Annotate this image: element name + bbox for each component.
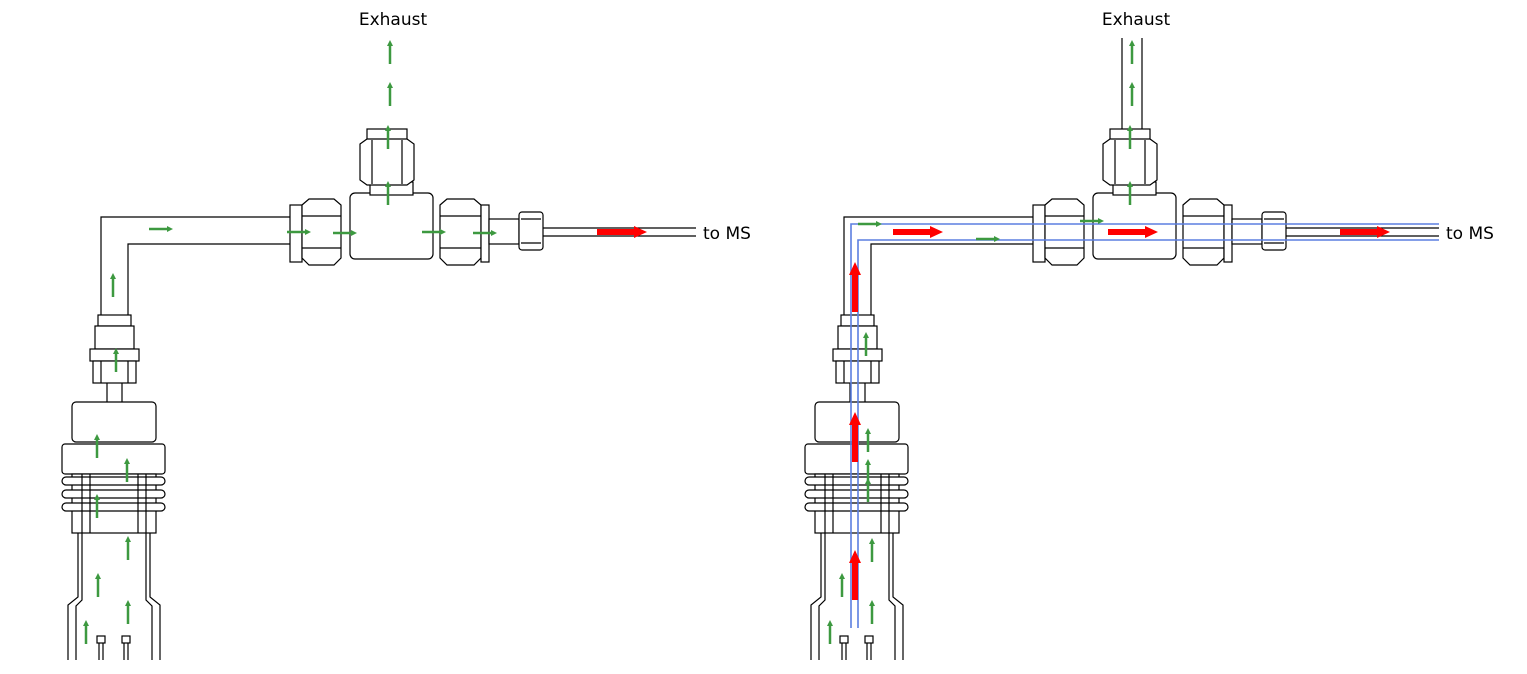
gas-flow-arrow bbox=[94, 434, 100, 458]
gas-flow-arrow-head bbox=[863, 332, 869, 338]
gas-flow-arrow bbox=[385, 125, 391, 149]
gas-flow-arrow bbox=[110, 273, 116, 297]
gas-flow-arrow bbox=[865, 478, 871, 502]
gas-flow-arrow bbox=[149, 226, 173, 232]
gas-flow-arrow bbox=[1080, 218, 1104, 224]
gas-flow-arrow bbox=[422, 229, 446, 235]
gas-flow-arrow-head bbox=[491, 230, 497, 236]
gas-flow-arrow bbox=[473, 230, 497, 236]
gas-flow-arrow-head bbox=[385, 125, 391, 131]
sample-flow-arrow bbox=[849, 262, 861, 312]
sample-flow-arrow bbox=[893, 226, 943, 238]
outlet-label-right: to MS bbox=[1446, 224, 1494, 244]
gas-flow-arrow bbox=[94, 494, 100, 518]
gas-flow-arrow bbox=[869, 538, 875, 562]
gas-flow-arrow bbox=[1129, 40, 1135, 64]
gas-flow-arrow bbox=[1127, 181, 1133, 205]
flow-arrows bbox=[83, 40, 1390, 644]
gas-flow-arrow bbox=[865, 428, 871, 452]
sample-flow-arrow-head bbox=[930, 226, 943, 238]
gas-flow-arrow bbox=[95, 573, 101, 597]
gas-flow-arrow-head bbox=[94, 494, 100, 500]
sample-flow-arrow-head bbox=[1145, 226, 1158, 238]
gas-flow-arrow-head bbox=[1129, 40, 1135, 46]
sample-flow-arrow bbox=[849, 550, 861, 600]
gas-flow-arrow bbox=[333, 230, 357, 236]
gas-flow-arrow bbox=[124, 458, 130, 482]
capillary-inner bbox=[857, 239, 1439, 628]
gas-flow-arrow bbox=[1129, 82, 1135, 106]
sample-flow-arrow bbox=[1340, 226, 1390, 238]
sample-flow-arrow bbox=[1108, 226, 1158, 238]
gas-flow-arrow-head bbox=[387, 82, 393, 88]
gas-flow-arrow bbox=[863, 332, 869, 356]
gas-flow-arrow-head bbox=[305, 229, 311, 235]
gas-flow-arrow-head bbox=[865, 459, 871, 465]
gas-flow-arrow-head bbox=[1098, 218, 1104, 224]
gas-flow-arrow bbox=[113, 348, 119, 372]
sample-flow-arrow bbox=[597, 226, 647, 238]
gas-flow-arrow bbox=[827, 620, 833, 644]
gas-flow-arrow bbox=[125, 600, 131, 624]
gas-flow-arrow-head bbox=[167, 226, 173, 232]
gas-flow-arrow-head bbox=[351, 230, 357, 236]
gas-flow-arrow-head bbox=[94, 434, 100, 440]
exhaust-label-right: Exhaust bbox=[1102, 10, 1171, 30]
gas-flow-arrow bbox=[858, 221, 882, 227]
gas-flow-arrow-head bbox=[869, 600, 875, 606]
exhaust-label-left: Exhaust bbox=[359, 10, 428, 30]
sample-flow-arrow-head bbox=[634, 226, 647, 238]
gas-flow-arrow bbox=[869, 600, 875, 624]
sample-flow-arrow-head bbox=[849, 412, 861, 425]
capillary-outer bbox=[850, 223, 1439, 628]
gas-flow-arrow-head bbox=[827, 620, 833, 626]
gas-flow-arrow bbox=[83, 620, 89, 644]
panel-left bbox=[61, 128, 697, 661]
gas-flow-arrow bbox=[125, 536, 131, 560]
gas-flow-arrow-head bbox=[95, 573, 101, 579]
gas-flow-arrow-head bbox=[865, 478, 871, 484]
gas-flow-arrow-head bbox=[385, 181, 391, 187]
gas-flow-arrow-head bbox=[1129, 82, 1135, 88]
gas-flow-arrow-head bbox=[1127, 125, 1133, 131]
gas-flow-arrow bbox=[287, 229, 311, 235]
gas-flow-arrow-head bbox=[1127, 181, 1133, 187]
gas-flow-arrow-head bbox=[125, 536, 131, 542]
sample-flow-arrow-head bbox=[849, 550, 861, 563]
gas-flow-arrow-head bbox=[387, 40, 393, 46]
gas-flow-arrow-head bbox=[865, 428, 871, 434]
outlet-label-left: to MS bbox=[703, 224, 751, 244]
gas-flow-arrow bbox=[1127, 125, 1133, 149]
gas-flow-arrow-head bbox=[124, 458, 130, 464]
gas-flow-arrow-head bbox=[83, 620, 89, 626]
gas-flow-arrow bbox=[385, 181, 391, 205]
gas-flow-arrow-head bbox=[994, 236, 1000, 242]
gas-flow-arrow bbox=[387, 82, 393, 106]
gas-flow-arrow-head bbox=[839, 573, 845, 579]
gas-flow-arrow bbox=[839, 573, 845, 597]
gas-flow-arrow-head bbox=[113, 348, 119, 354]
gas-flow-arrow bbox=[976, 236, 1000, 242]
gas-flow-arrow-head bbox=[110, 273, 116, 279]
sample-flow-arrow-head bbox=[1377, 226, 1390, 238]
apparatus-left bbox=[61, 128, 697, 661]
gas-flow-arrow-head bbox=[440, 229, 446, 235]
gas-flow-arrow-head bbox=[125, 600, 131, 606]
gas-flow-arrow-head bbox=[869, 538, 875, 544]
gas-flow-arrow-head bbox=[876, 221, 882, 227]
sample-flow-arrow-head bbox=[849, 262, 861, 275]
panel-right bbox=[804, 38, 1440, 661]
gas-flow-arrow bbox=[387, 40, 393, 64]
apparatus-right bbox=[804, 128, 1440, 661]
sample-flow-arrow bbox=[849, 412, 861, 462]
